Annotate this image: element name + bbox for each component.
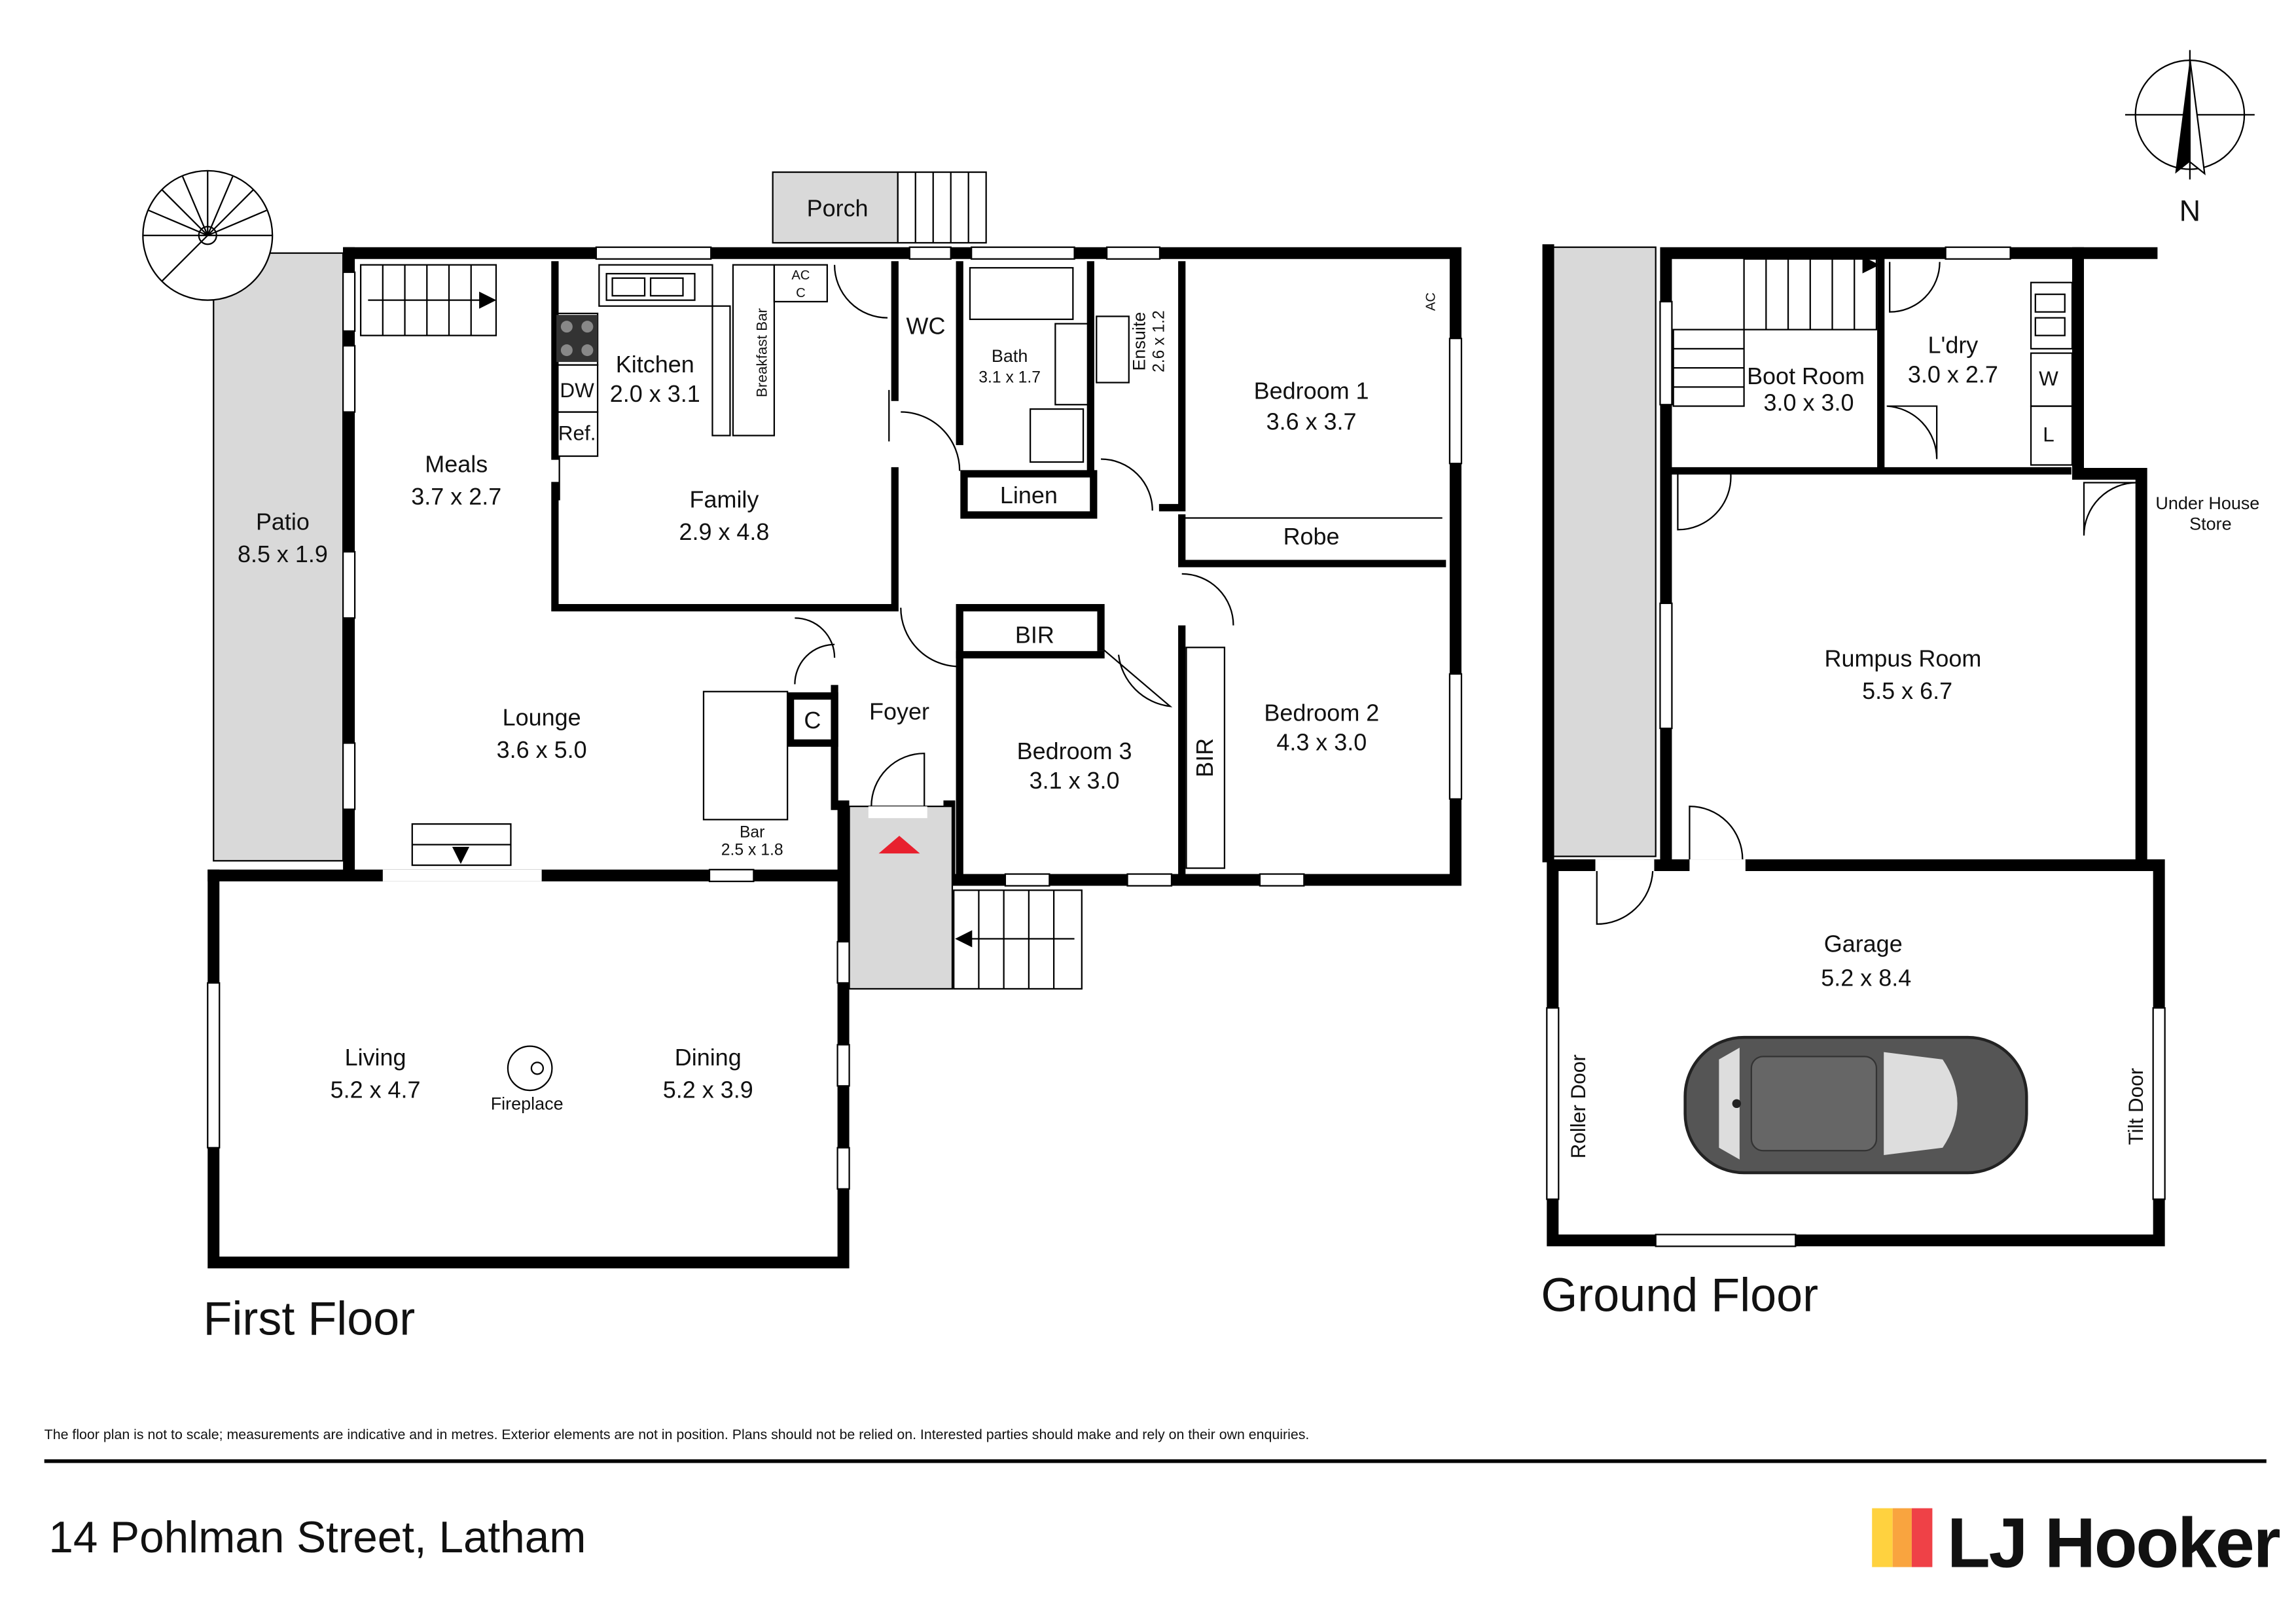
living-label: Living [345,1044,406,1071]
ac-bed1-label: AC [1424,293,1438,311]
garage-dims: 5.2 x 8.4 [1821,964,1911,991]
logo-text: LJ Hooker [1947,1503,2280,1582]
car-icon [1683,1035,2028,1175]
ac-label: AC [791,268,810,283]
disclaimer: The floor plan is not to scale; measurem… [45,1427,1310,1442]
boot-room-dims: 3.0 x 3.0 [1764,389,1854,416]
bir2-label: BIR [1191,738,1218,777]
first-floor-title: First Floor [204,1293,416,1345]
robe-label: Robe [1283,523,1340,550]
ensuite-dims: 2.6 x 1.2 [1151,310,1168,372]
meals-label: Meals [425,451,488,478]
bedroom2-label: Bedroom 2 [1264,700,1379,726]
entry-landing [848,806,954,990]
washer-label: W [2039,367,2058,390]
garage-label: Garage [1824,931,1903,957]
dining-dims: 5.2 x 3.9 [663,1076,753,1103]
boot-room-label: Boot Room [1747,363,1865,389]
foyer-label: Foyer [869,698,929,724]
meals-dims: 3.7 x 2.7 [411,483,501,510]
bath-dims: 3.1 x 1.7 [978,369,1041,387]
bedroom3-label: Bedroom 3 [1017,738,1132,764]
rumpus-dims: 5.5 x 6.7 [1862,677,1952,704]
fireplace-icon [507,1045,553,1092]
ground-floor-title: Ground Floor [1541,1269,1818,1321]
bath-label: Bath [992,346,1028,366]
cupboard-top-label: C [796,286,806,300]
address: 14 Pohlman Street, Latham [48,1513,586,1562]
wc-label: WC [906,312,946,339]
linen-l-label: L [2043,423,2054,446]
roller-door-label: Roller Door [1567,1054,1590,1158]
windows [207,246,1463,1190]
dining-label: Dining [675,1044,742,1071]
entry-marker-icon [878,836,920,854]
patio-label: Patio [256,508,310,535]
first-floor-plan: Porch Patio 8.5 x 1.9 Meals 3.7 x 2.7 Ki… [142,169,1463,1345]
north-arrow-icon: N [2125,50,2255,227]
exterior-strip [1547,246,1657,857]
fireplace-label: Fireplace [491,1094,564,1113]
laundry-dims: 3.0 x 2.7 [1908,361,1998,388]
ground-floor-plan: Boot Room 3.0 x 3.0 L'dry 3.0 x 2.7 W L … [1541,244,2259,1321]
bar-dims: 2.5 x 1.8 [721,841,783,859]
linen-label: Linen [1000,482,1058,508]
dishwasher-label: DW [560,379,594,402]
porch-area [772,171,899,244]
family-label: Family [690,486,759,513]
bedroom2-dims: 4.3 x 3.0 [1276,729,1367,756]
patio-area [213,252,344,862]
living-dims: 5.2 x 4.7 [331,1076,421,1103]
laundry-label: L'dry [1928,332,1978,359]
rumpus-label: Rumpus Room [1824,645,1981,672]
patio-dims: 8.5 x 1.9 [238,541,328,567]
porch-stairs [897,171,987,244]
bar-label: Bar [740,823,764,841]
step-down [411,823,512,866]
lounge-dims: 3.6 x 5.0 [497,736,587,763]
bir3-label: BIR [1015,622,1054,649]
tilt-door-label: Tilt Door [2125,1068,2147,1145]
lj-hooker-logo: LJ Hooker [1872,1503,2282,1582]
bedroom1-dims: 3.6 x 3.7 [1266,408,1357,435]
bedroom1-label: Bedroom 1 [1254,377,1369,404]
kitchen-dims: 2.0 x 3.1 [610,380,700,407]
boot-room-stairs [1672,256,1880,407]
breakfast-bar-label: Breakfast Bar [754,308,770,397]
internal-stairs [359,264,497,336]
spiral-stair-icon [142,169,274,301]
lounge-label: Lounge [503,704,581,730]
sink-icon [605,273,696,301]
kitchen-label: Kitchen [616,351,694,378]
entry-stairs [953,889,1083,990]
family-dims: 2.9 x 4.8 [679,518,769,545]
ensuite-label: Ensuite [1130,312,1149,371]
cooktop-icon [556,315,598,363]
cupboard-label: C [804,707,821,734]
north-label: N [2179,194,2200,227]
bedroom3-dims: 3.1 x 3.0 [1030,767,1120,794]
fridge-label: Ref. [558,421,596,444]
porch-label: Porch [807,195,869,222]
